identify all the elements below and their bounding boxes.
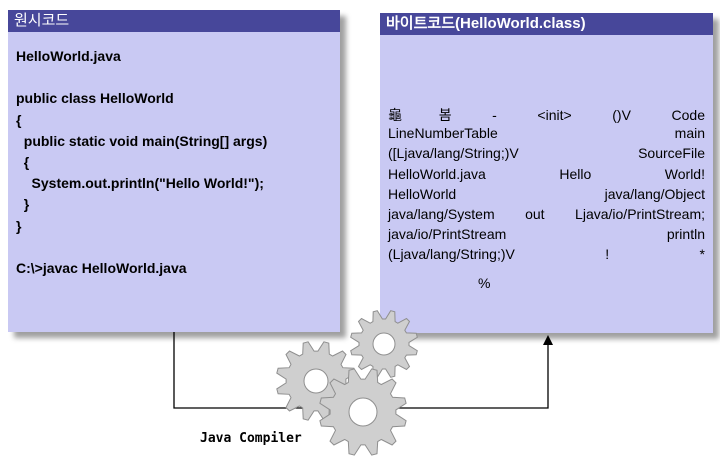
code-line: System.out.println("Hello World!");	[16, 175, 264, 192]
code-line: {	[16, 111, 22, 128]
compiler-label: Java Compiler	[200, 431, 302, 446]
bytecode-body: 龜봄 - <init> ()V Code LineNumberTable mai…	[388, 105, 705, 267]
source-code-panel: 원시코드 HelloWorld.java public class HelloW…	[8, 10, 340, 332]
bytecode-line: HelloWorld java/lang/Object	[388, 185, 705, 202]
bytecode-trailing: %	[478, 275, 491, 291]
code-line: HelloWorld.java	[16, 48, 121, 64]
bytecode-line: (Ljava/lang/String;)V ! *	[388, 246, 705, 263]
gear-hole	[348, 397, 378, 427]
bytecode-line: java/io/PrintStream println	[388, 226, 705, 243]
bytecode-line: 龜봄 - <init> ()V Code	[388, 107, 705, 123]
bytecode-panel: 바이트코드(HelloWorld.class) 龜봄 - <init> ()V …	[380, 13, 713, 333]
code-line: }	[16, 217, 22, 234]
bytecode-line: LineNumberTable main	[388, 125, 705, 142]
bytecode-title: 바이트코드(HelloWorld.class)	[380, 13, 713, 35]
code-line: }	[16, 196, 30, 213]
bytecode-line: java/lang/System out Ljava/io/PrintStrea…	[388, 205, 705, 222]
source-code-body: HelloWorld.java public class HelloWorld …	[16, 48, 267, 281]
source-code-title: 원시코드	[8, 10, 340, 32]
code-line: C:\>javac HelloWorld.java	[16, 259, 187, 276]
code-line: {	[16, 153, 30, 170]
gear-hole	[303, 368, 329, 394]
gear-hole	[372, 332, 396, 356]
code-line: public static void main(String[] args)	[16, 132, 268, 149]
code-line: public class HelloWorld	[16, 90, 174, 107]
bytecode-line: ([Ljava/lang/String;)V SourceFile	[388, 145, 705, 162]
gears-icon	[276, 310, 418, 456]
bytecode-line: HelloWorld.java Hello World!	[388, 165, 705, 182]
